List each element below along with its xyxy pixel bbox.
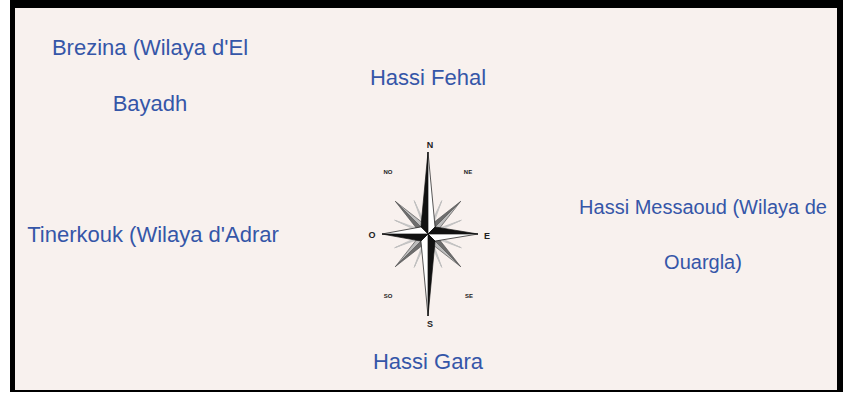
place-name: Hassi Fehal — [328, 64, 528, 92]
compass-point — [421, 152, 428, 234]
compass-point — [428, 227, 478, 234]
compass-point — [428, 234, 478, 241]
compass-letter: NE — [464, 169, 472, 175]
compass-letter: O — [368, 231, 375, 240]
compass-letter: SO — [384, 293, 393, 299]
compass-point — [428, 152, 435, 234]
place-name: Hassi Gara — [328, 348, 528, 376]
compass-point — [421, 234, 428, 316]
compass-point — [382, 227, 428, 234]
compass-point — [428, 234, 435, 316]
place-name: Brezina (Wilaya d'El Bayadh — [30, 20, 270, 132]
compass-letter: S — [427, 320, 433, 329]
place-name: Tinerkouk (Wilaya d'Adrar — [18, 221, 288, 249]
place-name: Hassi Messaoud (Wilaya de Ouargla) — [572, 180, 834, 290]
compass-letter: SE — [465, 293, 473, 299]
compass-letter: NO — [384, 169, 393, 175]
compass-point — [382, 234, 428, 241]
compass-letter: N — [427, 141, 434, 150]
compass-letter: E — [484, 232, 490, 241]
